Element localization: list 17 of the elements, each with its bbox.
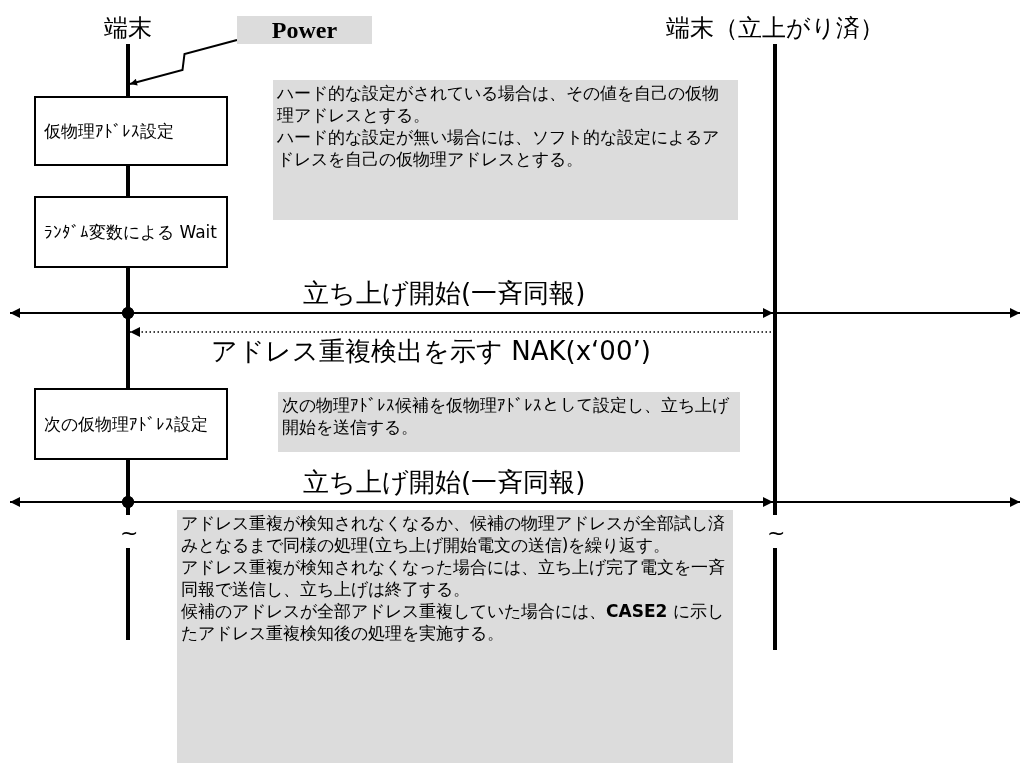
break-mark: ~ <box>767 520 786 545</box>
process-box: ﾗﾝﾀﾞﾑ変数による Wait <box>34 196 228 268</box>
power-label: Power <box>237 16 372 44</box>
arrow <box>774 308 1021 318</box>
arrow <box>774 497 1021 507</box>
note-text: 候補のアドレスが全部アドレス重複していた場合には、CASE2 に示したアドレス重複検知後の処理を実施する。 <box>181 600 725 645</box>
note-text: アドレス重複が検知されなくなった場合には、立ち上げ完了電文を一斉同報で送信し、立ち上げは終了する。 <box>181 556 726 601</box>
process-box: 仮物理ｱﾄﾞﾚｽ設定 <box>34 96 228 166</box>
lifeline-heading: 端末（立上がり済） <box>665 13 885 44</box>
note-text: ハード的な設定が無い場合には、ソフト的な設定によるアドレスを自己の仮物理アドレスとする。 <box>277 126 720 171</box>
note-box: 次の物理ｱﾄﾞﾚｽ候補を仮物理ｱﾄﾞﾚｽとして設定し、立ち上げ開始を送信する。 <box>278 392 740 452</box>
lifeline-heading: 端末 <box>103 13 153 44</box>
note-text: ハード的な設定がされている場合は、その値を自己の仮物理アドレスとする。 <box>277 82 720 127</box>
process-box: 次の仮物理ｱﾄﾞﾚｽ設定 <box>34 388 228 460</box>
break-mark: ~ <box>120 520 139 545</box>
arrow <box>129 39 238 86</box>
note-text: アドレス重複が検知されなくなるか、候補の物理アドレスが全部試し済みとなるまで同様の処理(立ち上げ開始電文の送信)を繰り返す。 <box>181 512 726 557</box>
